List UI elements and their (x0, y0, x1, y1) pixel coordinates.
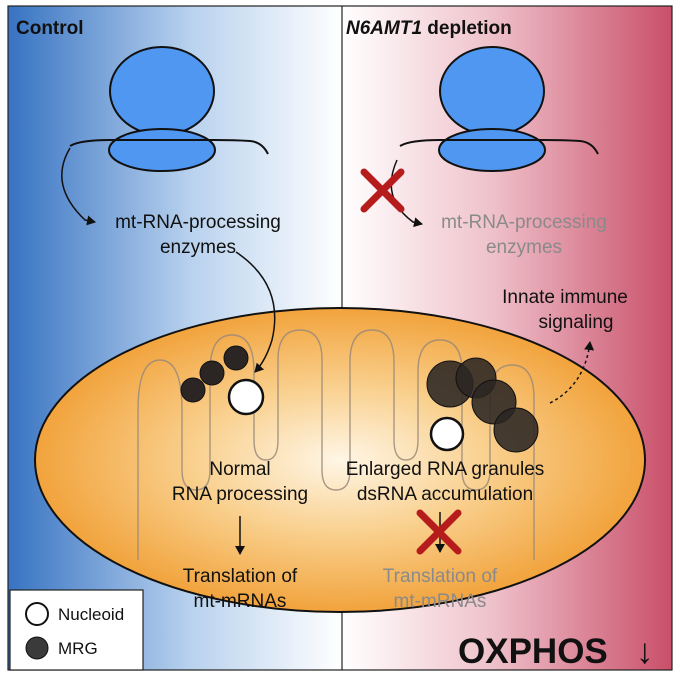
normal-granules (180, 345, 265, 416)
mitochondrion (34, 307, 646, 613)
depletion-title: N6AMT1 depletion (346, 18, 512, 39)
depletion-gene: N6AMT1 (346, 18, 422, 39)
ribosome-small-subunit (438, 128, 546, 172)
innate-immune-line2: signaling (539, 312, 614, 333)
legend: Nucleoid MRG (9, 589, 144, 671)
mrg-granule (199, 360, 225, 386)
translation-control-line2: mt-mRNAs (194, 591, 287, 612)
frame-border (7, 5, 673, 671)
normal-label-line1: Normal (209, 459, 270, 480)
arrow-enzymes-to-mito (235, 251, 276, 373)
oxphos-label: OXPHOS (458, 632, 608, 671)
ribosome-large-subunit (109, 46, 215, 136)
ribosome-depletion (399, 46, 599, 172)
legend-nucleoid-label: Nucleoid (58, 605, 124, 624)
enlarged-granules (426, 357, 539, 453)
mrg-granule-enlarged (493, 407, 539, 453)
legend-mrg-symbol (25, 636, 49, 660)
mitochondrion-cristae (137, 329, 535, 560)
mitochondrion-outer-membrane (34, 307, 646, 613)
enzymes-label-control-line2: enzymes (160, 237, 236, 258)
depletion-suffix: depletion (422, 18, 512, 39)
enzymes-label-control-line1: mt-RNA-processing (115, 212, 281, 233)
translation-depletion-line1: Translation of (383, 566, 498, 587)
ribosome-control (69, 46, 269, 172)
legend-nucleoid-symbol (25, 602, 49, 626)
nucleoid (227, 378, 265, 416)
enzymes-label-depletion-line2: enzymes (486, 237, 562, 258)
nucleoid (429, 416, 465, 452)
ribosome-large-subunit (439, 46, 545, 136)
translation-depletion-line2: mt-mRNAs (394, 591, 487, 612)
mrg-granule (180, 377, 206, 403)
mrg-granule (223, 345, 249, 371)
mrna-strand (69, 139, 269, 155)
arrow-ribosome-to-enzymes (61, 147, 96, 226)
translation-control-line1: Translation of (183, 566, 298, 587)
enlarged-label-line2: dsRNA accumulation (357, 484, 533, 505)
enlarged-label-line1: Enlarged RNA granules (346, 459, 545, 480)
innate-immune-line1: Innate immune (502, 287, 628, 308)
control-title: Control (16, 18, 84, 39)
cross-icon-enzymes (360, 168, 405, 213)
mrna-strand (399, 139, 599, 155)
normal-label-line2: RNA processing (172, 484, 308, 505)
enzymes-label-depletion-line1: mt-RNA-processing (441, 212, 607, 233)
oxphos-down-arrow: ↓ (636, 632, 654, 671)
cross-icon-translation (416, 509, 462, 555)
arrow-innate-signaling (549, 341, 595, 404)
legend-box (9, 589, 144, 671)
legend-mrg-label: MRG (58, 639, 98, 658)
ribosome-small-subunit (108, 128, 216, 172)
